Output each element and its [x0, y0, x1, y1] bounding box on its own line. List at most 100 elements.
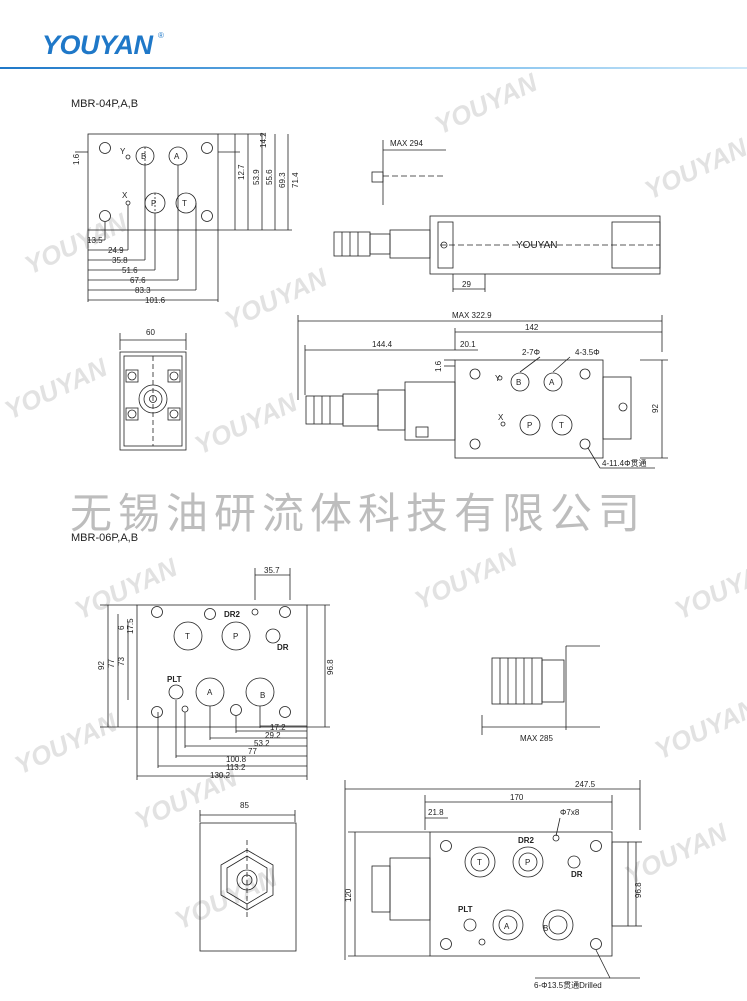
port-label: A — [504, 922, 510, 931]
port-label: B — [543, 924, 548, 933]
dim-label: 85 — [240, 801, 249, 810]
dim-label: 69.3 — [278, 172, 287, 188]
dim-label: 77 — [248, 747, 257, 756]
dim-label: 1.6 — [72, 153, 81, 165]
end-view-06 — [199, 810, 297, 952]
dim-label: 83.3 — [135, 286, 151, 295]
watermark: YOUYAN — [70, 552, 183, 626]
dim-label: 77 — [107, 659, 116, 668]
dim-label: 29 — [462, 280, 471, 289]
watermark: YOUYAN — [20, 207, 133, 281]
watermark: YOUYAN — [430, 67, 543, 141]
dim-label: 6 — [117, 625, 126, 630]
port-label: T — [477, 858, 482, 867]
dim-label: 96.8 — [326, 659, 335, 675]
dim-label: 100.8 — [226, 755, 247, 764]
dim-label: 113.2 — [226, 763, 246, 772]
port-label: T — [185, 632, 190, 641]
port-label: X — [498, 413, 504, 422]
dim-label: 247.5 — [575, 780, 596, 789]
dim-label: 29.2 — [265, 731, 281, 740]
plan-view-06 — [344, 780, 642, 979]
hole-label: 4-11.4Φ贯通 — [602, 458, 646, 468]
port-label: PLT — [458, 905, 473, 914]
dim-label: 73 — [117, 657, 126, 666]
dim-label: 53.2 — [254, 739, 270, 748]
dim-label: 13.5 — [87, 236, 103, 245]
dim-label: 20.1 — [460, 340, 476, 349]
port-label: P — [233, 632, 238, 641]
dim-label: MAX 285 — [520, 734, 553, 743]
dim-label: 67.6 — [130, 276, 146, 285]
body-brand-text: YOUYAN — [516, 240, 558, 251]
port-label: DR — [571, 870, 583, 879]
dim-label: MAX 294 — [390, 139, 423, 148]
watermark: YOUYAN — [620, 817, 733, 891]
hole-label: 6-Φ13.5贯通Drilled — [534, 980, 602, 990]
port-label: X — [122, 191, 128, 200]
dim-label: 17.5 — [126, 618, 135, 634]
dim-label: 53.9 — [252, 169, 261, 185]
port-label: Y — [120, 147, 126, 156]
dim-label: 92 — [651, 404, 660, 413]
dim-label: 96.8 — [634, 882, 643, 898]
port-label: P — [151, 199, 156, 208]
end-view-04 — [119, 333, 187, 451]
watermark: YOUYAN — [640, 132, 747, 206]
watermark: YOUYAN — [650, 692, 747, 766]
dim-label: 130.2 — [210, 771, 231, 780]
plan-view-04 — [297, 315, 668, 469]
model-label-04: MBR-04P,A,B — [71, 98, 139, 110]
dim-label: 51.6 — [122, 266, 138, 275]
dim-label: 21.8 — [428, 808, 444, 817]
model-label-06: MBR-06P,A,B — [71, 532, 139, 544]
dim-label: 142 — [525, 323, 539, 332]
port-label: DR — [277, 643, 289, 652]
registered-mark: ® — [158, 31, 164, 40]
company-watermark: 无锡油研流体科技有限公司 — [70, 489, 647, 538]
header-rule — [0, 67, 747, 69]
watermark: YOUYAN — [410, 542, 523, 616]
knob-view-06 — [481, 645, 600, 735]
dim-label: 170 — [510, 793, 524, 802]
port-label: T — [559, 421, 564, 430]
brand-logo: YOUYAN — [42, 30, 153, 60]
port-label: T — [182, 199, 187, 208]
dim-label: 1.6 — [434, 360, 443, 372]
port-label: P — [527, 421, 532, 430]
dim-label: 35.8 — [112, 256, 128, 265]
top-view-06 — [100, 568, 330, 780]
dim-label: MAX 322.9 — [452, 311, 492, 320]
hole-label: 4-3.5Φ — [575, 348, 600, 357]
watermark: YOUYAN — [0, 352, 113, 426]
dim-label: 101.6 — [145, 296, 166, 305]
port-label: Y — [495, 374, 501, 383]
dim-label: 12.7 — [237, 164, 246, 180]
dim-label: 71.4 — [291, 172, 300, 188]
hole-label: Φ7x8 — [560, 808, 580, 817]
dim-label: 17.2 — [270, 723, 286, 732]
dim-label: 24.9 — [108, 246, 124, 255]
port-label: DR2 — [518, 836, 535, 845]
port-label: B — [516, 378, 521, 387]
watermark: YOUYAN — [670, 552, 747, 626]
port-label: B — [260, 691, 265, 700]
watermark: YOUYAN — [220, 262, 333, 336]
port-label: A — [174, 152, 180, 161]
dim-label: 92 — [97, 661, 106, 670]
dim-label: 55.6 — [265, 169, 274, 185]
port-label: PLT — [167, 675, 182, 684]
dim-label: 14.2 — [259, 132, 268, 148]
watermark: YOUYAN — [190, 387, 303, 461]
port-label: P — [525, 858, 530, 867]
side-view-04 — [333, 140, 661, 292]
port-label: DR2 — [224, 610, 241, 619]
dim-label: 35.7 — [264, 566, 280, 575]
dim-label: 144.4 — [372, 340, 393, 349]
dim-label: 120 — [344, 888, 353, 902]
hole-label: 2-7Φ — [522, 348, 540, 357]
port-label: A — [549, 378, 555, 387]
port-label: B — [141, 152, 146, 161]
port-label: A — [207, 688, 213, 697]
watermark: YOUYAN — [10, 707, 123, 781]
